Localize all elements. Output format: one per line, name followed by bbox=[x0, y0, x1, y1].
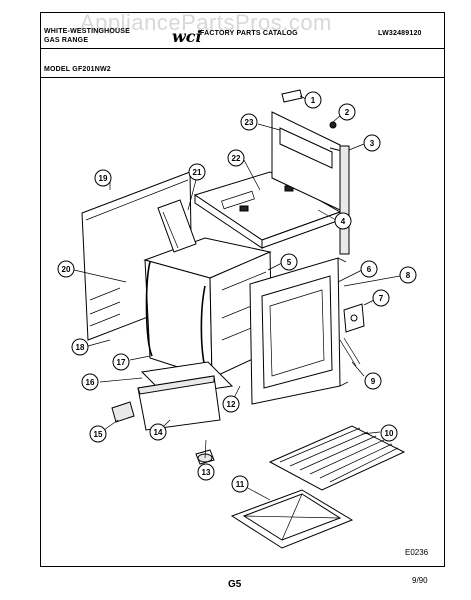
callout-circle-13 bbox=[197, 463, 215, 481]
model-rule bbox=[40, 77, 445, 78]
callout-circle-11 bbox=[231, 475, 249, 493]
callout-number-11: 11 bbox=[236, 480, 245, 489]
callout-number-10: 10 bbox=[385, 429, 394, 438]
callout-circle-15 bbox=[89, 425, 107, 443]
callout-circle-22 bbox=[227, 149, 245, 167]
callout-number-9: 9 bbox=[371, 377, 376, 386]
callout-number-2: 2 bbox=[345, 108, 350, 117]
model-label: MODEL GF201NW2 bbox=[44, 66, 111, 73]
callout-number-15: 15 bbox=[94, 430, 103, 439]
callout-number-3: 3 bbox=[370, 139, 375, 148]
vent-part bbox=[157, 199, 197, 253]
callout-number-17: 17 bbox=[117, 358, 126, 367]
bottom-panel-part bbox=[137, 361, 234, 431]
brand-name: WHITE-WESTINGHOUSE bbox=[44, 28, 131, 35]
callout-number-22: 22 bbox=[232, 154, 241, 163]
callout-circle-17 bbox=[112, 353, 130, 371]
date-code: 9/90 bbox=[412, 576, 428, 585]
callout-circle-1 bbox=[304, 91, 322, 109]
callout-circle-7 bbox=[372, 289, 390, 307]
callout-number-23: 23 bbox=[245, 118, 254, 127]
callout-number-7: 7 bbox=[379, 294, 384, 303]
callout-number-14: 14 bbox=[154, 428, 163, 437]
callout-number-1: 1 bbox=[311, 96, 316, 105]
callout-circle-4 bbox=[334, 212, 352, 230]
callout-circle-5 bbox=[280, 253, 298, 271]
wci-logo: wci bbox=[172, 27, 202, 46]
callout-circle-3 bbox=[363, 134, 381, 152]
callout-number-20: 20 bbox=[62, 265, 71, 274]
callout-circle-18 bbox=[71, 338, 89, 356]
callout-circle-10 bbox=[380, 424, 398, 442]
callout-number-6: 6 bbox=[367, 265, 372, 274]
callout-number-12: 12 bbox=[227, 400, 236, 409]
callout-number-8: 8 bbox=[406, 271, 411, 280]
oven-rack-part bbox=[268, 425, 406, 491]
page-label: G5 bbox=[228, 579, 242, 590]
front-frame-part bbox=[271, 111, 350, 255]
callout-number-13: 13 bbox=[202, 468, 211, 477]
page-frame bbox=[40, 12, 445, 567]
callout-circle-23 bbox=[240, 113, 258, 131]
callout-number-4: 4 bbox=[341, 217, 346, 226]
hinge-part bbox=[339, 303, 365, 367]
diagram-code: E0236 bbox=[405, 548, 429, 557]
callout-number-16: 16 bbox=[86, 378, 95, 387]
product-type: GAS RANGE bbox=[44, 37, 89, 44]
fastener-part bbox=[281, 89, 337, 129]
callout-circle-16 bbox=[81, 373, 99, 391]
callout-circle-2 bbox=[338, 103, 356, 121]
callout-circle-19 bbox=[94, 169, 112, 187]
callout-number-5: 5 bbox=[287, 258, 292, 267]
callout-circle-6 bbox=[360, 260, 378, 278]
callout-number-19: 19 bbox=[99, 174, 108, 183]
callout-circle-12 bbox=[222, 395, 240, 413]
catalog-number: LW32489120 bbox=[378, 30, 422, 37]
catalog-title: FACTORY PARTS CATALOG bbox=[200, 30, 298, 37]
callout-circle-9 bbox=[364, 372, 382, 390]
broiler-pan-part bbox=[230, 489, 354, 549]
callout-circle-14 bbox=[149, 423, 167, 441]
leader-lines bbox=[73, 95, 401, 501]
callout-circle-8 bbox=[399, 266, 417, 284]
callout-number-18: 18 bbox=[76, 343, 85, 352]
callout-circle-21 bbox=[188, 163, 206, 181]
oven-door-part bbox=[249, 257, 349, 405]
callout-circle-20 bbox=[57, 260, 75, 278]
callout-number-21: 21 bbox=[193, 168, 202, 177]
header-rule bbox=[40, 48, 445, 49]
